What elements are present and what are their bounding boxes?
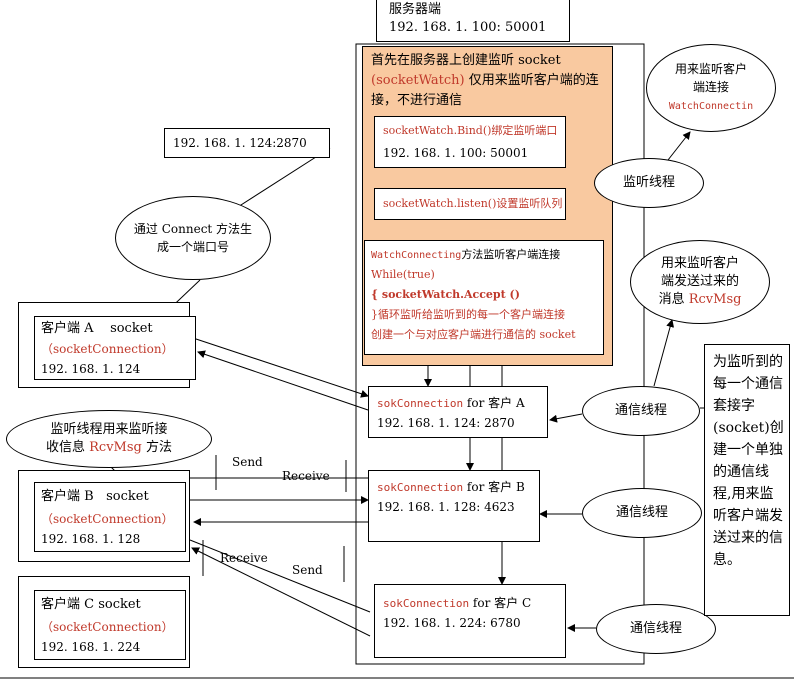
rcv-note-line1: 用来监听客户 xyxy=(660,256,739,271)
server-title-box: 服务器端 192. 168. 1. 100: 50001 xyxy=(376,0,570,42)
bind-line2: 192. 168. 1. 100: 50001 xyxy=(383,146,529,160)
recv-rcvmsg: RcvMsg xyxy=(89,440,142,455)
client-b-socket: socket xyxy=(106,489,149,504)
watch-line1: 方法监听客户端连接 xyxy=(461,248,561,261)
receive-label-2: Receive xyxy=(220,551,268,565)
panel-line1: 首先在服务器上创建监听 socket xyxy=(371,53,561,68)
client-b-label: 客户端 B xyxy=(41,489,94,504)
comm-thread-label: 通信线程 xyxy=(614,403,667,418)
panel-socketwatch: (socketWatch) xyxy=(371,73,465,88)
recv-line2: 收信息 xyxy=(45,440,85,455)
client-a-connection: （socketConnection） xyxy=(41,342,174,356)
sok-c-name: sokConnection xyxy=(383,597,470,610)
bind-box: socketWatch.Bind()绑定监听端口 192. 168. 1. 10… xyxy=(374,116,566,168)
watch-note-line3: WatchConnectin xyxy=(668,101,754,112)
receive-thread-ellipse: 监听线程用来监听接收信息 RcvMsg 方法 xyxy=(6,410,212,468)
rcv-note-rcvmsg: RcvMsg xyxy=(688,292,742,307)
listen-text: socketWatch.listen()设置监听队列 xyxy=(383,197,563,210)
sok-c-address: 192. 168. 1. 224: 6780 xyxy=(383,616,521,630)
recv-line1: 监听线程用来监听接 xyxy=(50,422,168,437)
client-address-text: 192. 168. 1. 124:2870 xyxy=(173,136,307,150)
client-b-address: 192. 168. 1. 128 xyxy=(41,532,141,546)
watch-line2: While(true) xyxy=(371,268,435,281)
client-a-label: 客户端 A xyxy=(41,321,94,336)
watch-note-ellipse: 用来监听客户端连接 WatchConnectin xyxy=(646,44,776,132)
sok-c-target: for 客户 C xyxy=(472,596,532,610)
connect-ellipse: 通过 Connect 方法生成一个端口号 xyxy=(115,196,271,280)
right-note-box: 为监听到的每一个通信套接字(socket)创建一个单独的通信线程,用来监听客户端… xyxy=(704,344,790,616)
listen-box: socketWatch.listen()设置监听队列 xyxy=(374,188,566,220)
panel-line2: 仅用来监听客户端的连 xyxy=(468,73,599,88)
sok-b-address: 192. 168. 1. 128: 4623 xyxy=(377,500,515,514)
sok-b-target: for 客户 B xyxy=(466,480,525,494)
rcv-note-line3: 消息 xyxy=(658,292,685,307)
sok-connection-c: sokConnection for 客户 C 192. 168. 1. 224:… xyxy=(374,584,566,658)
recv-method: 方法 xyxy=(146,440,173,455)
comm-thread-ellipse-c: 通信线程 xyxy=(596,604,716,654)
watch-line3: { socketWatch.Accept () xyxy=(371,288,520,301)
watch-connecting-box: WatchConnecting方法监听客户端连接 While(true) { s… xyxy=(364,240,604,355)
client-c-connection: （socketConnection） xyxy=(41,620,174,634)
sok-connection-a: sokConnection for 客户 A 192. 168. 1. 124:… xyxy=(368,386,548,438)
connect-line1: 通过 Connect 方法生 xyxy=(133,222,253,236)
client-a-socket: socket xyxy=(110,321,153,336)
right-note-text: 为监听到的每一个通信套接字(socket)创建一个单独的通信线程,用来监听客户端… xyxy=(713,354,784,568)
client-b-box: 客户端 B socket （socketConnection） 192. 168… xyxy=(34,482,186,552)
listen-thread-ellipse: 监听线程 xyxy=(594,158,704,208)
comm-thread-ellipse-b: 通信线程 xyxy=(582,488,702,538)
client-c-address: 192. 168. 1. 224 xyxy=(41,640,141,654)
watch-method: WatchConnecting xyxy=(371,250,462,261)
send-label-1: Send xyxy=(232,455,263,469)
client-b-connection: （socketConnection） xyxy=(41,512,174,526)
listen-thread-label: 监听线程 xyxy=(622,175,675,190)
server-address: 192. 168. 1. 100: 50001 xyxy=(389,20,547,35)
panel-line3: 接，不进行通信 xyxy=(371,93,463,108)
receive-label-1: Receive xyxy=(282,469,330,483)
client-c-box: 客户端 C socket （socketConnection） 192. 168… xyxy=(34,590,186,660)
sok-a-name: sokConnection xyxy=(377,397,464,410)
sok-a-address: 192. 168. 1. 124: 2870 xyxy=(377,416,515,430)
connect-line2: 成一个端口号 xyxy=(156,240,229,254)
bind-line1: socketWatch.Bind()绑定监听端口 xyxy=(383,124,558,137)
rcvmsg-note-ellipse: 用来监听客户端发送过来的消息 RcvMsg xyxy=(630,240,770,324)
sok-connection-b: sokConnection for 客户 B 192. 168. 1. 128:… xyxy=(368,470,540,542)
client-a-address: 192. 168. 1. 124 xyxy=(41,362,141,376)
comm-thread-label: 通信线程 xyxy=(629,621,682,636)
rcv-note-line2: 端发送过来的 xyxy=(660,274,739,289)
server-title: 服务器端 xyxy=(389,2,442,17)
send-label-2: Send xyxy=(292,563,323,577)
client-address-box: 192. 168. 1. 124:2870 xyxy=(164,128,330,158)
sok-a-target: for 客户 A xyxy=(466,396,525,410)
watch-note-line1: 用来监听客户 xyxy=(674,62,747,76)
client-c-label: 客户端 C socket xyxy=(41,597,141,612)
watch-line4: }循环监听给监听到的每一个客户端连接 xyxy=(371,308,565,321)
sok-b-name: sokConnection xyxy=(377,481,464,494)
comm-thread-label: 通信线程 xyxy=(615,505,668,520)
watch-line5: 创建一个与对应客户端进行通信的 socket xyxy=(371,328,576,341)
comm-thread-ellipse-a: 通信线程 xyxy=(582,386,700,436)
client-a-box: 客户端 A socket （socketConnection） 192. 168… xyxy=(34,316,196,380)
watch-note-line2: 端连接 xyxy=(692,80,729,94)
